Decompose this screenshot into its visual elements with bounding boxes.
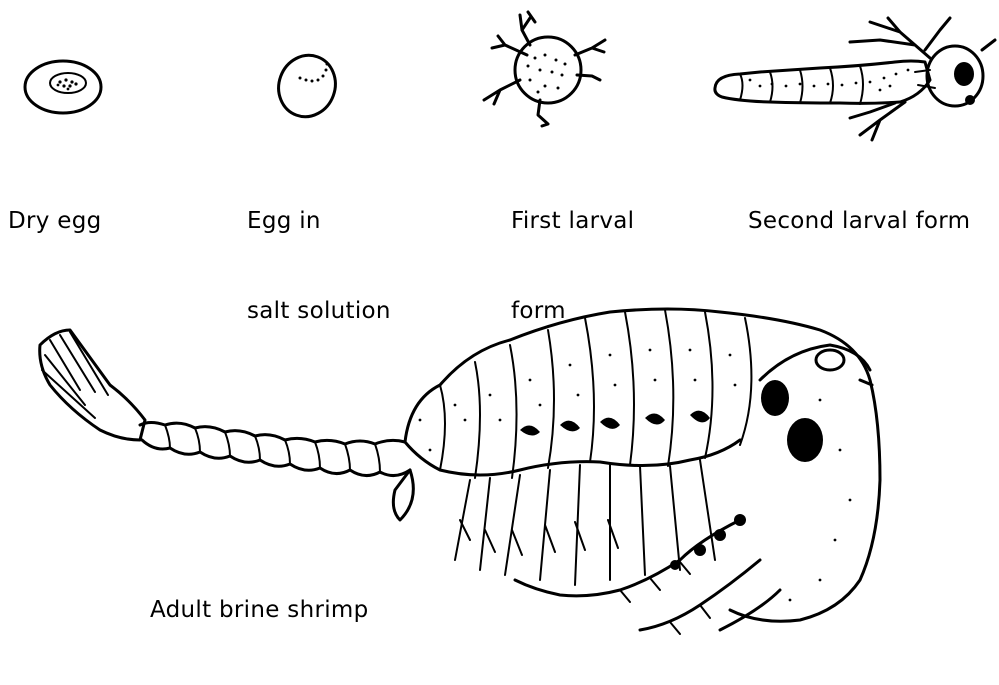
- egg-in-salt-solution-label: Egg in salt solution: [247, 146, 391, 386]
- dry-egg-label-line-1: Dry egg: [8, 206, 102, 236]
- dry-egg-label: Dry egg: [8, 146, 102, 296]
- adult-brine-shrimp-label-text: Adult brine shrimp: [150, 595, 369, 625]
- second-larval-form-label-line-1: Second larval form: [748, 206, 970, 236]
- adult-brine-shrimp-label: Adult brine shrimp: [150, 535, 369, 685]
- brine-shrimp-life-cycle-figure: Dry egg Egg in salt solution First larva…: [0, 0, 999, 641]
- first-larval-form-label-line-1: First larval: [511, 206, 634, 236]
- second-larval-form-label: Second larval form: [748, 146, 970, 296]
- dry-egg-drawing: [25, 61, 101, 113]
- egg-in-salt-solution-drawing: [270, 47, 344, 124]
- first-larval-form-label: First larval form: [511, 146, 634, 386]
- second-larval-form-drawing: [715, 18, 995, 140]
- first-larval-form-drawing: [484, 12, 605, 126]
- egg-in-salt-solution-label-line-1: Egg in: [247, 206, 391, 236]
- egg-in-salt-solution-label-line-2: salt solution: [247, 296, 391, 326]
- first-larval-form-label-line-2: form: [511, 296, 634, 326]
